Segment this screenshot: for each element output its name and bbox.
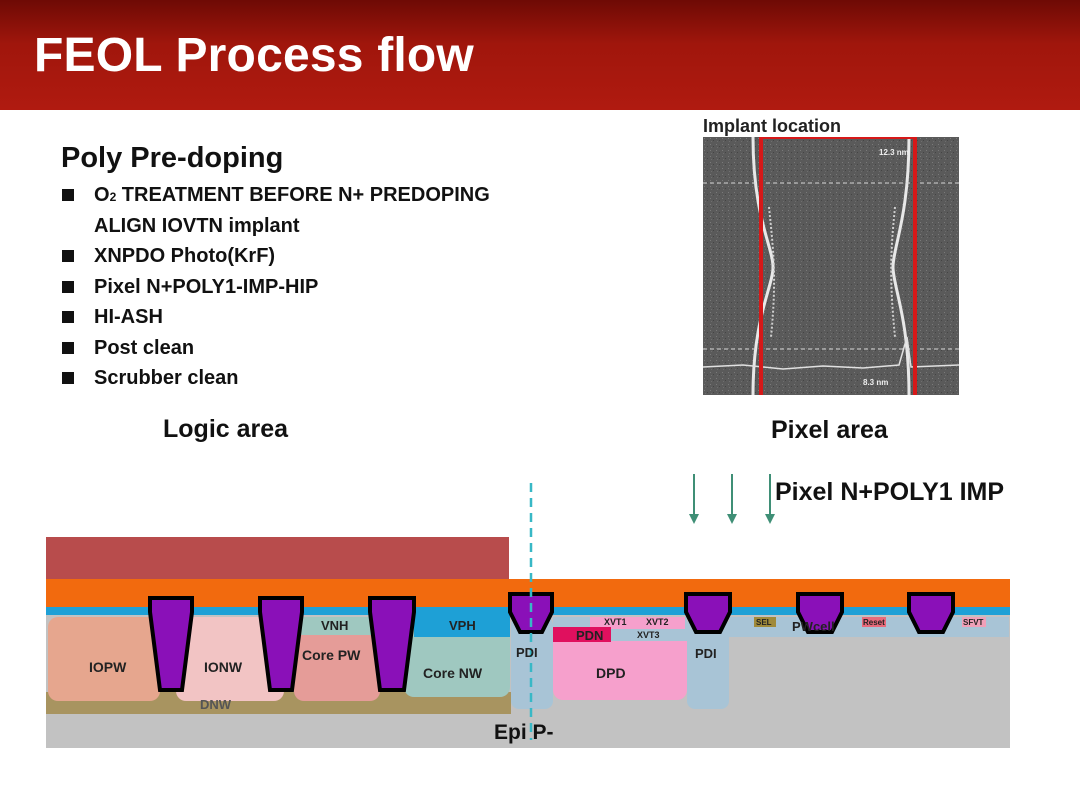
implant-arrows <box>689 474 775 524</box>
pixel-area-label: Pixel area <box>771 416 888 445</box>
sti-trench <box>909 594 953 632</box>
pwcell-label: PWcell <box>792 619 835 634</box>
section-subtitle: Poly Pre-doping <box>61 142 283 175</box>
dpd-label: DPD <box>596 665 626 681</box>
bullet-square-icon <box>62 281 74 293</box>
iopw-label: IOPW <box>89 659 127 675</box>
list-item: ALIGN IOVTN implant <box>62 211 490 242</box>
list-item: O2 TREATMENT BEFORE N+ PREDOPING <box>62 180 490 211</box>
bullet-square-icon <box>62 189 74 201</box>
reset-label: Reset <box>863 618 885 627</box>
sem-background <box>703 137 959 395</box>
xvt3-label: XVT3 <box>637 630 660 640</box>
pdn-label: PDN <box>576 628 603 643</box>
arrow-head-icon <box>727 514 737 524</box>
step-text: XNPDO Photo(KrF) <box>94 245 275 267</box>
core-nw-label: Core NW <box>423 665 483 681</box>
title-banner: FEOL Process flow <box>0 0 1080 110</box>
step-text: HI-ASH <box>94 306 163 328</box>
photoresist-layer <box>46 537 509 582</box>
list-item: Post clean <box>62 333 490 364</box>
sem-scale-bottom: 8.3 nm <box>863 378 888 387</box>
step-text: O <box>94 184 110 206</box>
sem-scale-top: 12.3 nm <box>879 148 909 157</box>
logic-area-label: Logic area <box>163 415 288 444</box>
arrow-head-icon <box>689 514 699 524</box>
step-text: Post clean <box>94 337 194 359</box>
list-item: XNPDO Photo(KrF) <box>62 241 490 272</box>
bullet-square-icon <box>62 372 74 384</box>
epi-label: Epi P- <box>494 721 554 744</box>
dnw-label: DNW <box>200 697 232 712</box>
sfvt-label: SFVT <box>963 618 984 627</box>
sti-trench <box>686 594 730 632</box>
sem-micrograph: 12.3 nm 8.3 nm <box>703 137 959 395</box>
sti-trench <box>370 598 414 690</box>
step-text: ALIGN IOVTN implant <box>94 215 300 237</box>
process-step-list: O2 TREATMENT BEFORE N+ PREDOPING ALIGN I… <box>62 180 490 394</box>
cross-section-diagram: IOPW IONW VNH Core PW Core NW VPH PDI XV… <box>0 470 1080 760</box>
page-title: FEOL Process flow <box>34 28 474 83</box>
list-item: Pixel N+POLY1-IMP-HIP <box>62 272 490 303</box>
xvt1-label: XVT1 <box>604 617 627 627</box>
list-item: Scrubber clean <box>62 363 490 394</box>
pdi-label: PDI <box>695 646 717 661</box>
arrow-head-icon <box>765 514 775 524</box>
core-pw-label: Core PW <box>302 647 361 663</box>
step-text: Pixel N+POLY1-IMP-HIP <box>94 276 318 298</box>
bullet-square-icon <box>62 342 74 354</box>
vph-label: VPH <box>449 618 476 633</box>
sem-title: Implant location <box>703 116 973 137</box>
sel-label: SEL <box>756 618 772 627</box>
pdi-label: PDI <box>516 645 538 660</box>
vnh-label: VNH <box>321 618 348 633</box>
sti-trench <box>150 598 192 690</box>
list-item: HI-ASH <box>62 302 490 333</box>
sti-trench <box>260 598 302 690</box>
bullet-square-icon <box>62 311 74 323</box>
xvt2-label: XVT2 <box>646 617 669 627</box>
step-text: Scrubber clean <box>94 367 239 389</box>
step-text-rest: TREATMENT BEFORE N+ PREDOPING <box>116 184 490 206</box>
bullet-square-icon <box>62 250 74 262</box>
ionw-label: IONW <box>204 659 243 675</box>
